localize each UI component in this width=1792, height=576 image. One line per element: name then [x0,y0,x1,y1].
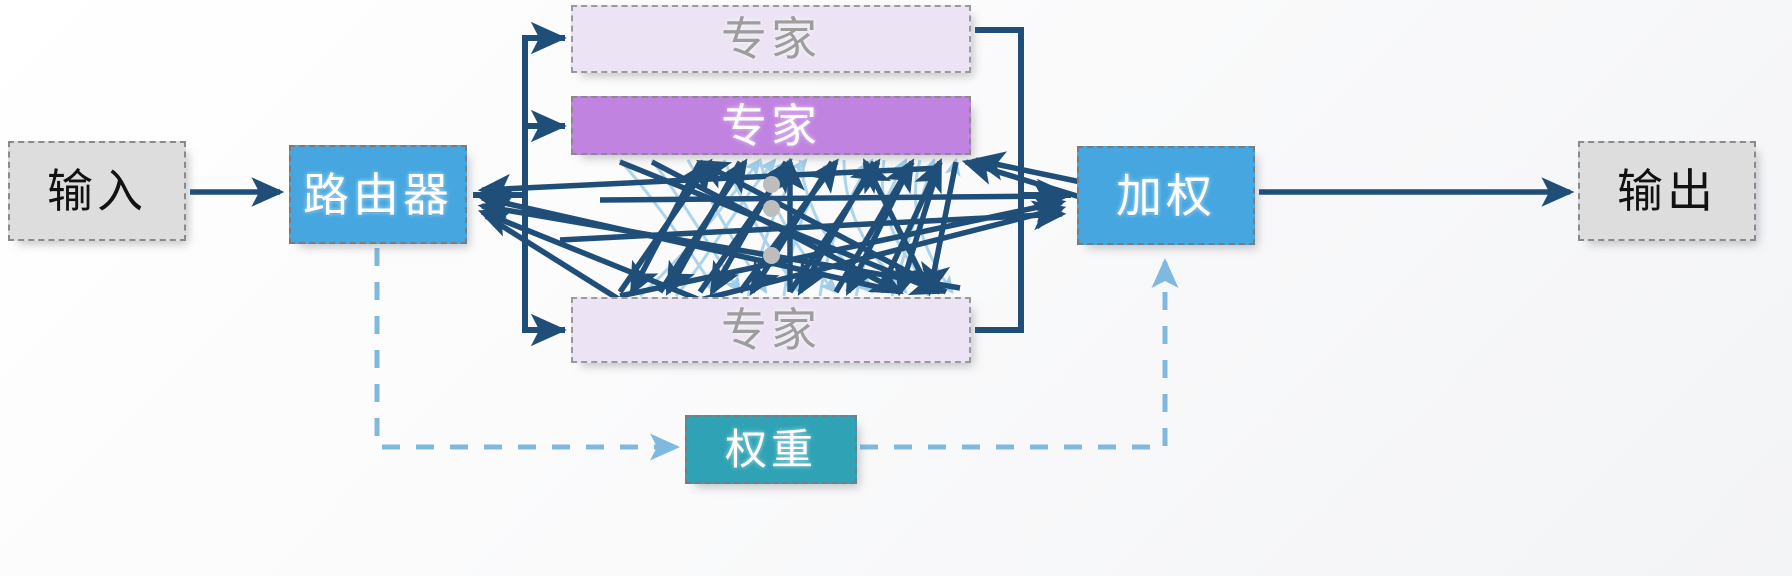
node-output-label: 输出 [1617,165,1717,217]
node-expert-1-label: 专家 [721,13,821,65]
node-output[interactable]: 输出 [1578,141,1756,241]
ellipsis-dot-3 [763,247,780,264]
node-input[interactable]: 输入 [8,141,186,241]
node-weighted[interactable]: 加权 [1077,146,1255,245]
ellipsis-dot-1 [763,176,780,193]
node-router-label: 路由器 [303,168,453,221]
node-router[interactable]: 路由器 [289,145,467,244]
ellipsis-dot-2 [763,200,780,217]
node-weight[interactable]: 权重 [685,415,857,484]
node-input-label: 输入 [47,165,147,217]
node-expert-2-active[interactable]: 专家 [571,96,971,155]
node-expert-3[interactable]: 专家 [571,297,971,363]
node-weight-label: 权重 [724,425,817,473]
node-weighted-label: 加权 [1116,169,1216,222]
node-expert-3-label: 专家 [721,304,821,356]
node-expert-2-label: 专家 [721,99,821,152]
node-expert-1[interactable]: 专家 [571,5,971,73]
